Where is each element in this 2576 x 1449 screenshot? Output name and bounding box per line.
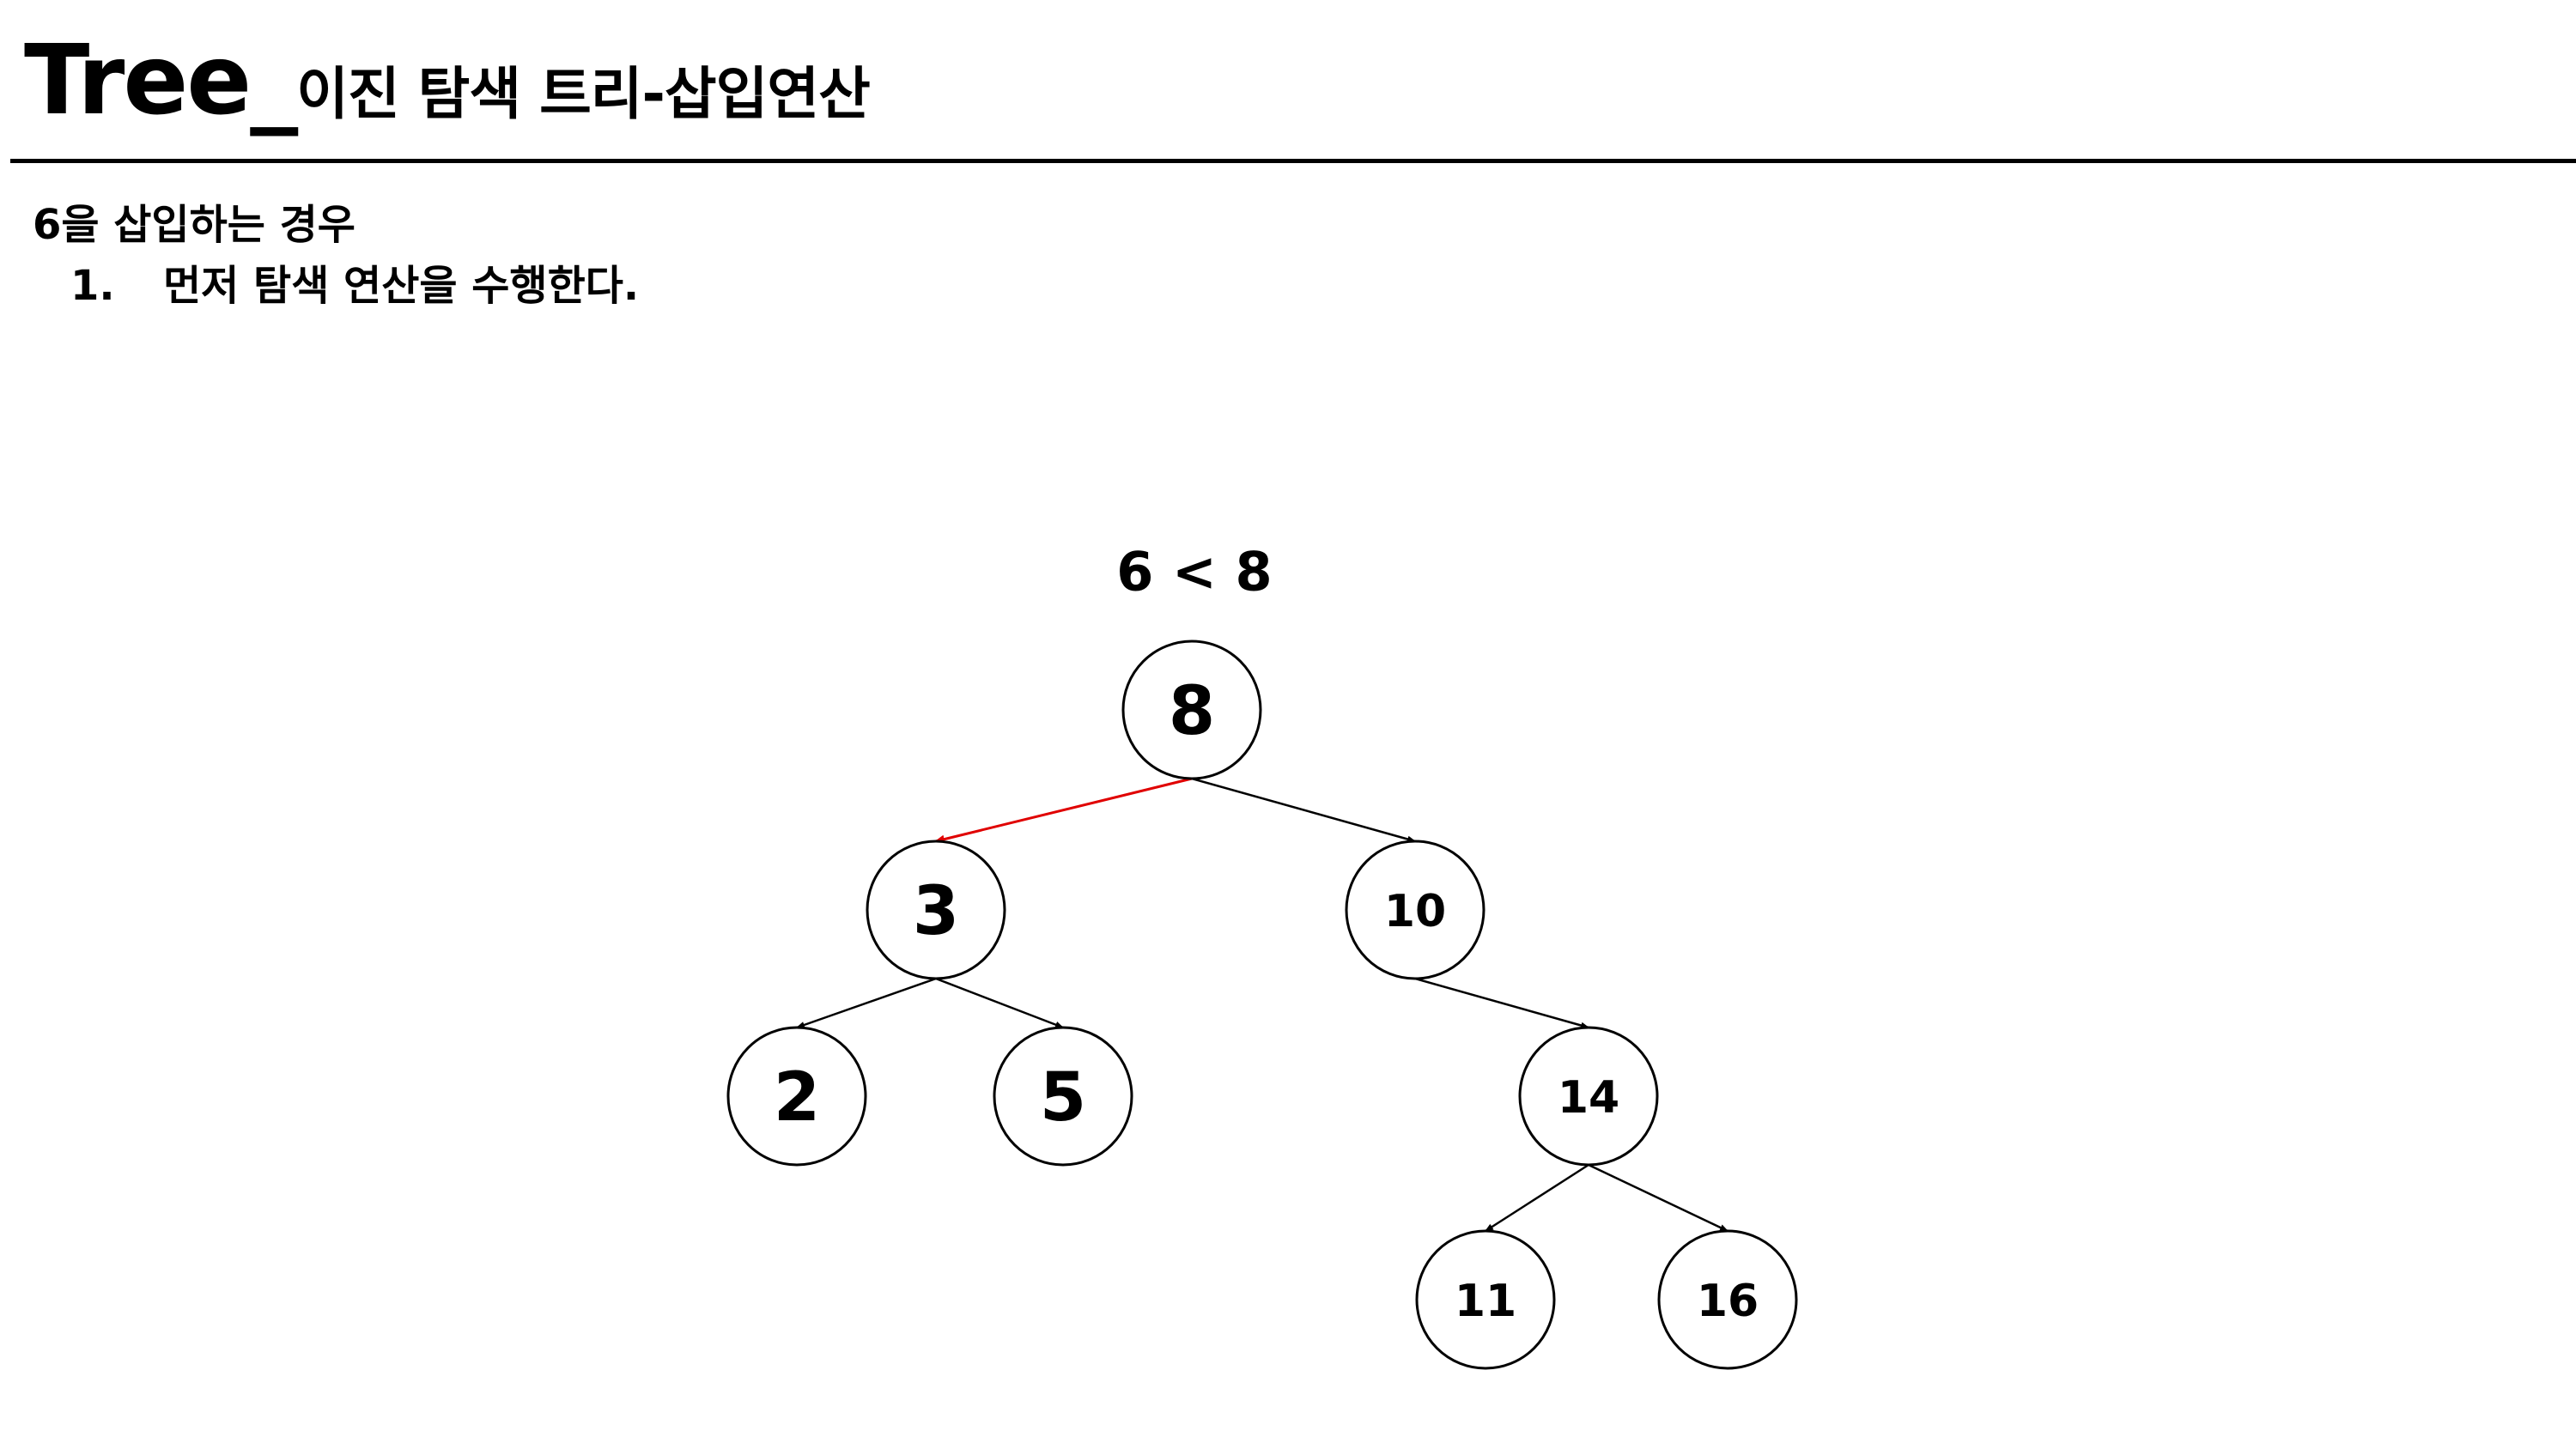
tree-node-circle [1518, 1026, 1659, 1167]
tree-node-label: 11 [1455, 1276, 1516, 1327]
edge-arrow-highlighted [934, 777, 1193, 844]
title-divider [10, 159, 2576, 163]
edge-arrow [796, 977, 937, 1029]
tree-node-label: 16 [1697, 1276, 1759, 1327]
edge-arrow [1588, 1163, 1728, 1233]
case-heading: 6을 삽입하는 경우 [33, 201, 355, 249]
tree-node-2: 2 [726, 1026, 867, 1167]
tree-node-label: 2 [774, 1059, 820, 1137]
tree-node-label: 5 [1040, 1059, 1086, 1137]
tree-node-14: 14 [1518, 1026, 1659, 1167]
tree-node-11: 11 [1415, 1229, 1556, 1370]
nodes-layer: 8 3 10 2 5 14 11 16 [726, 640, 1798, 1370]
page-title-main: Tree_ [24, 25, 298, 136]
edges-layer [796, 777, 1728, 1233]
edge-arrow [935, 977, 1064, 1029]
tree-node-circle [993, 1026, 1133, 1167]
tree-node-5: 5 [993, 1026, 1133, 1167]
tree-node-circle [1121, 640, 1262, 780]
tree-node-10: 10 [1345, 840, 1485, 980]
page-title-sub: 이진 탐색 트리-삽입연산 [296, 61, 871, 127]
tree-node-label: 14 [1558, 1072, 1619, 1124]
edge-arrow [1485, 1163, 1589, 1233]
tree-node-label: 3 [913, 873, 959, 950]
tree-node-circle [1657, 1229, 1798, 1370]
page-title: Tree_이진 탐색 트리-삽입연산 [24, 33, 871, 144]
tree-node-circle [1415, 1229, 1556, 1370]
tree-node-8: 8 [1121, 640, 1262, 780]
tree-node-label: 10 [1384, 886, 1446, 937]
tree-node-3: 3 [866, 840, 1006, 980]
comparison-label: 6 < 8 [1116, 541, 1272, 603]
tree-node-circle [726, 1026, 867, 1167]
step-text: 먼저 탐색 연산을 수행한다. [163, 262, 640, 310]
tree-node-circle [1345, 840, 1485, 980]
step-item: 1. 먼저 탐색 연산을 수행한다. [70, 252, 639, 312]
step-number: 1. [70, 262, 115, 310]
tree-node-label: 8 [1169, 673, 1215, 750]
edge-arrow [1191, 777, 1416, 843]
tree-node-circle [866, 840, 1006, 980]
edge-arrow [1414, 977, 1589, 1029]
tree-node-16: 16 [1657, 1229, 1798, 1370]
